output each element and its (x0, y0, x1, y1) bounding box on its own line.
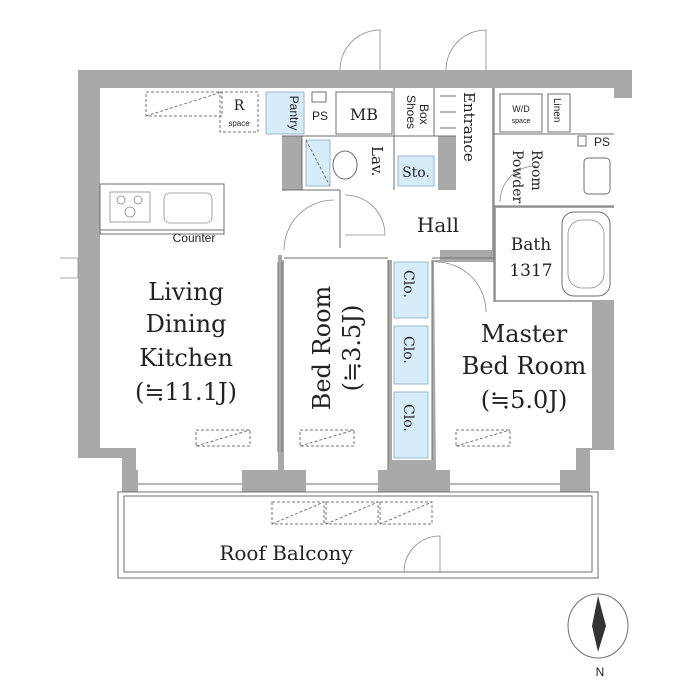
entrance-label: Entrance (460, 92, 478, 162)
r-space-box (219, 91, 259, 133)
bed-size: (≒3.5J) (338, 305, 366, 392)
counter-label: Counter (173, 231, 216, 245)
mb-label: MB (350, 105, 378, 124)
ps-label-2: PS (594, 135, 610, 149)
compass-label: N (596, 665, 605, 679)
room-labels: Living Dining Kitchen (≒11.1J) Bed Room … (135, 213, 586, 414)
doors (60, 165, 537, 313)
sto-label: Sto. (402, 165, 430, 181)
lav-label: Lav. (368, 146, 386, 176)
lavatory: Lav. Sto. (305, 139, 435, 187)
washbasin-icon (583, 157, 611, 195)
entrance: Entrance (339, 29, 487, 162)
storage-strip: Pantry PS MB Shoes Box (265, 88, 435, 136)
partition-lines (277, 88, 614, 470)
toilet-icon (332, 150, 358, 180)
roof-balcony: Roof Balcony (117, 491, 599, 579)
closet-label-2: Clo. (400, 336, 416, 364)
powder-label-2: Room (528, 150, 544, 191)
r-space-sub: space (228, 119, 250, 128)
utility: W/D space Linen PS (499, 93, 610, 149)
closets: Clo. Clo. Clo. (393, 261, 429, 459)
master-name-2: Bed Room (462, 352, 587, 380)
powder-room: Powder Room (509, 150, 611, 204)
bath-size: 1317 (509, 261, 552, 281)
r-space-letter: R (234, 98, 245, 114)
hall-label: Hall (417, 213, 459, 237)
sink-icon (163, 192, 213, 224)
bathtub-icon (561, 211, 611, 297)
wd-label-2: space (512, 118, 531, 125)
compass-ring (567, 593, 629, 659)
compass: N (567, 593, 629, 679)
wd-space (499, 93, 543, 133)
ps-label-1: PS (312, 109, 328, 123)
master-name-1: Master (481, 320, 568, 348)
ldk-size: (≒11.1J) (135, 378, 237, 406)
compass-needle-icon (592, 596, 606, 652)
bath-label: Bath (511, 235, 551, 255)
ldk-name-1: Living (148, 278, 224, 306)
wd-label-1: W/D (512, 104, 530, 114)
balcony-label: Roof Balcony (219, 541, 353, 565)
pantry (265, 91, 305, 135)
bath: Bath 1317 (509, 211, 611, 297)
stove-icon (109, 191, 151, 223)
windows (138, 470, 560, 492)
shoes-label-2: Box (417, 104, 431, 125)
closet-label-3: Clo. (400, 404, 416, 432)
shoes-label-1: Shoes (404, 95, 418, 129)
linen-label: Linen (551, 98, 562, 122)
bed-name: Bed Room (308, 285, 336, 410)
closet-label-1: Clo. (400, 270, 416, 298)
pantry-label: Pantry (287, 96, 301, 131)
kitchen: R space Counter (99, 91, 259, 245)
ldk-name-2: Dining (146, 310, 227, 338)
ac-marks (195, 429, 511, 447)
ldk-name-3: Kitchen (139, 344, 233, 372)
powder-label-1: Powder (509, 150, 525, 204)
master-size: (≒5.0J) (481, 386, 568, 414)
